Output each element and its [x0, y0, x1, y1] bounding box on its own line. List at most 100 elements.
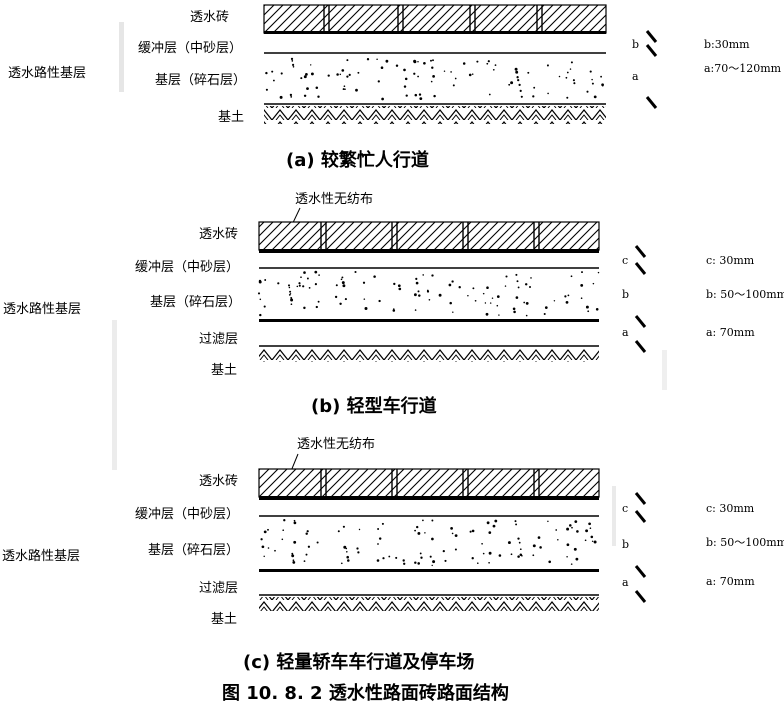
permeable-brick-layer: [263, 4, 607, 34]
dimension-b: b:30mm: [704, 38, 750, 51]
gravel-dot: [314, 270, 318, 274]
permeable-brick-layer: [258, 221, 600, 251]
layer-label-gravel: 基层（碎石层）: [150, 295, 241, 310]
gravel-dot: [524, 283, 528, 286]
gravel-dot: [488, 561, 490, 564]
fabric-label: 透水性无纺布: [297, 437, 375, 452]
gravel-dot: [305, 73, 308, 76]
gravel-dot: [571, 526, 573, 529]
gravel-dot: [432, 59, 434, 62]
gravel-dot: [452, 311, 454, 313]
gravel-dot: [419, 97, 423, 101]
gravel-dot: [432, 560, 436, 564]
gravel-dot: [339, 73, 342, 76]
layer-label-sand: 缓冲层（中砂层）: [135, 507, 239, 522]
gravel-dot: [449, 301, 452, 305]
gravel-dot: [417, 290, 420, 293]
dimension-a: a: 70mm: [706, 575, 755, 588]
gravel-dot: [260, 538, 263, 541]
gravel-dot: [489, 302, 492, 304]
figure-title: 图 10. 8. 2 透水性路面砖路面结构: [222, 682, 509, 704]
gravel-dot: [342, 88, 345, 91]
gravel-dot: [393, 282, 396, 286]
layer-label-soil: 基土: [211, 612, 237, 627]
gravel-dot: [468, 73, 472, 77]
gravel-dot: [430, 59, 432, 62]
gravel-dot: [302, 285, 305, 288]
gravel-dot: [265, 71, 268, 75]
gravel-dot: [310, 64, 312, 66]
gravel-dot: [517, 286, 520, 289]
gravel-dot: [492, 68, 495, 71]
gravel-dot: [416, 525, 419, 529]
gravel-dot: [548, 560, 551, 564]
dim-letter-a: a: [632, 70, 639, 83]
gravel-dot: [415, 281, 419, 285]
gravel-dot: [293, 519, 296, 522]
gravel-dot: [327, 74, 330, 77]
gravel-dot: [462, 62, 466, 65]
dimension-c: c: 30mm: [706, 502, 755, 515]
gravel-dot: [340, 562, 343, 565]
gravel-dot: [414, 93, 418, 97]
gravel-dot: [589, 527, 592, 529]
gravel-dot: [484, 302, 487, 304]
gravel-dot: [471, 529, 475, 533]
gravel-dot: [580, 283, 584, 287]
gravel-dot: [443, 70, 446, 72]
gravel-dot: [517, 537, 520, 540]
gravel-dot: [398, 287, 402, 291]
dimension-ticks: [634, 492, 647, 603]
gravel-dot: [376, 559, 380, 562]
dimension-a: a:70～120mm: [704, 62, 782, 75]
gravel-dot: [517, 78, 520, 82]
gravel-dot: [377, 543, 379, 545]
gravel-dot: [518, 541, 521, 544]
scan-mark: [612, 486, 616, 546]
gravel-dot: [600, 75, 602, 78]
brick-base-line: [264, 31, 606, 34]
gravel-dot: [385, 59, 389, 63]
gravel-dot: [482, 552, 485, 555]
gravel-dot: [518, 83, 521, 87]
gravel-dot: [585, 305, 589, 309]
dim-letter-a: a: [622, 576, 629, 589]
gravel-dot: [414, 561, 417, 564]
gravel-dot: [405, 94, 408, 97]
gravel-dot: [581, 271, 583, 274]
gravel-dot: [527, 71, 530, 74]
dimension-a: a: 70mm: [706, 326, 755, 339]
gravel-dot: [341, 69, 345, 72]
gravel-dot: [533, 86, 536, 89]
gravel-dot: [289, 293, 292, 295]
gravel-dot: [431, 564, 433, 567]
permeable-brick-layer: [258, 468, 600, 498]
gravel-dot: [515, 523, 518, 526]
gravel-dot: [519, 89, 522, 92]
gravel-dot: [547, 520, 549, 523]
gravel-dot: [565, 76, 568, 79]
gravel-dot: [303, 271, 306, 274]
gravel-dot: [429, 555, 432, 558]
gravel-dot: [593, 95, 597, 99]
gravel-dot: [403, 85, 407, 88]
gravel-dot: [580, 297, 583, 300]
gravel-dot: [337, 530, 340, 533]
gravel-dot: [547, 92, 549, 95]
gravel-dot: [277, 282, 280, 285]
gravel-dot: [290, 303, 293, 306]
gravel-dot: [366, 58, 370, 61]
subgrade-soil: [264, 106, 606, 124]
subgrade-soil: [259, 597, 599, 611]
gravel-dot: [279, 95, 283, 99]
gravel-dot: [290, 296, 293, 299]
gravel-dot: [539, 546, 542, 549]
gravel-dot: [336, 73, 339, 76]
panel-caption: (a) 较繁忙人行道: [286, 149, 429, 171]
gravel-dot: [505, 275, 508, 278]
gravel-dot: [343, 545, 347, 549]
gravel-dot: [316, 541, 319, 544]
gravel-dots: [265, 57, 604, 101]
gravel-dot: [315, 305, 318, 309]
